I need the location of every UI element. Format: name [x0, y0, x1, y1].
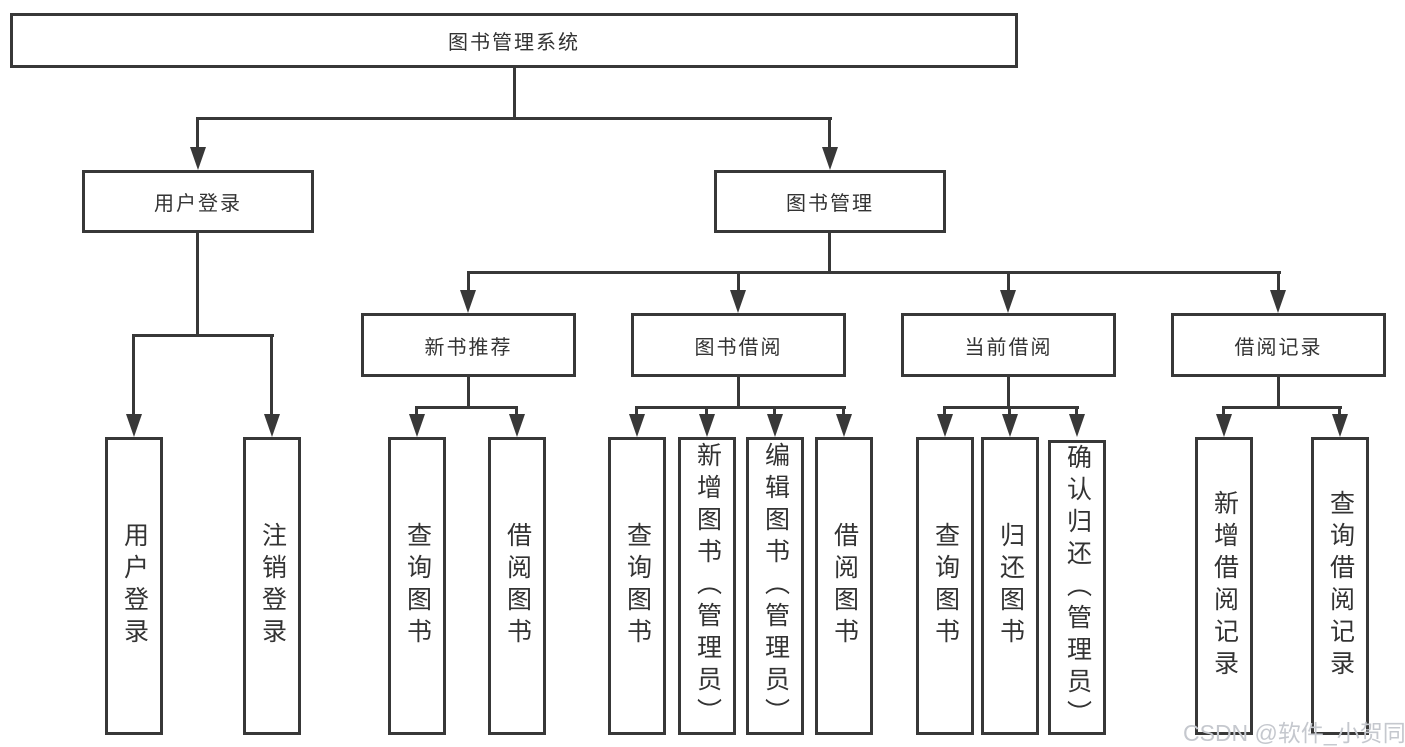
leaf-query-books-current: 查询图书	[916, 437, 974, 735]
connector-line	[513, 68, 516, 119]
leaf-user-login: 用户登录	[105, 437, 163, 735]
connector-line	[415, 406, 418, 417]
connector-line	[196, 233, 199, 336]
arrowhead-down-icon	[1216, 414, 1232, 437]
connector-line	[842, 406, 845, 417]
arrowhead-down-icon	[629, 414, 645, 437]
connector-line	[943, 406, 1079, 409]
leaf-add-books-admin: 新增图书（管理员）	[678, 437, 736, 735]
leaf-confirm-return-admin: 确认归还（管理员）	[1048, 440, 1106, 735]
arrowhead-down-icon	[937, 414, 953, 437]
arrowhead-down-icon	[509, 414, 525, 437]
connector-line	[1277, 271, 1280, 293]
leaf-edit-books-admin: 编辑图书（管理员）	[746, 437, 804, 735]
arrowhead-down-icon	[1332, 414, 1348, 437]
node-book-management: 图书管理	[714, 170, 946, 233]
arrowhead-down-icon	[460, 290, 476, 313]
arrowhead-down-icon	[264, 414, 280, 437]
arrowhead-down-icon	[767, 414, 783, 437]
node-new-book-recommendation: 新书推荐	[361, 313, 576, 377]
connector-line	[132, 334, 135, 416]
arrowhead-down-icon	[126, 414, 142, 437]
connector-line	[1338, 406, 1341, 417]
arrowhead-down-icon	[1069, 414, 1085, 437]
arrowhead-down-icon	[1270, 290, 1286, 313]
leaf-add-borrow-record: 新增借阅记录	[1195, 437, 1253, 735]
connector-line	[1075, 406, 1078, 417]
connector-line	[467, 377, 470, 408]
connector-line	[635, 406, 846, 409]
connector-line	[943, 406, 946, 417]
node-user-login: 用户登录	[82, 170, 314, 233]
connector-line	[1007, 271, 1010, 293]
arrowhead-down-icon	[730, 290, 746, 313]
arrowhead-down-icon	[1002, 414, 1018, 437]
connector-line	[467, 271, 470, 293]
connector-line	[828, 233, 831, 273]
connector-line	[415, 406, 518, 409]
connector-line	[773, 406, 776, 417]
arrowhead-down-icon	[699, 414, 715, 437]
connector-line	[270, 334, 273, 416]
arrowhead-down-icon	[822, 147, 838, 170]
arrowhead-down-icon	[1000, 290, 1016, 313]
connector-line	[828, 117, 831, 151]
connector-line	[196, 117, 199, 151]
connector-line	[1007, 377, 1010, 408]
connector-line	[1222, 406, 1342, 409]
node-current-borrowing: 当前借阅	[901, 313, 1116, 377]
connector-line	[196, 117, 832, 120]
leaf-borrow-books-borrowing: 借阅图书	[815, 437, 873, 735]
connector-line	[737, 271, 740, 293]
connector-line	[705, 406, 708, 417]
arrowhead-down-icon	[190, 147, 206, 170]
node-book-borrowing: 图书借阅	[631, 313, 846, 377]
leaf-logout: 注销登录	[243, 437, 301, 735]
node-library-management-system: 图书管理系统	[10, 13, 1018, 68]
leaf-return-books: 归还图书	[981, 437, 1039, 735]
connector-line	[467, 271, 1281, 274]
connector-line	[1222, 406, 1225, 417]
connector-line	[132, 334, 274, 337]
arrowhead-down-icon	[409, 414, 425, 437]
connector-line	[1277, 377, 1280, 408]
connector-line	[635, 406, 638, 417]
csdn-watermark: CSDN @软件_小贺同学	[1183, 720, 1405, 746]
connector-line	[737, 377, 740, 408]
leaf-query-borrow-record: 查询借阅记录	[1311, 437, 1369, 735]
connector-line	[1008, 406, 1011, 417]
node-borrowing-records: 借阅记录	[1171, 313, 1386, 377]
arrowhead-down-icon	[836, 414, 852, 437]
leaf-query-books-borrowing: 查询图书	[608, 437, 666, 735]
connector-line	[515, 406, 518, 417]
leaf-query-books-recommend: 查询图书	[388, 437, 446, 735]
leaf-borrow-books-recommend: 借阅图书	[488, 437, 546, 735]
